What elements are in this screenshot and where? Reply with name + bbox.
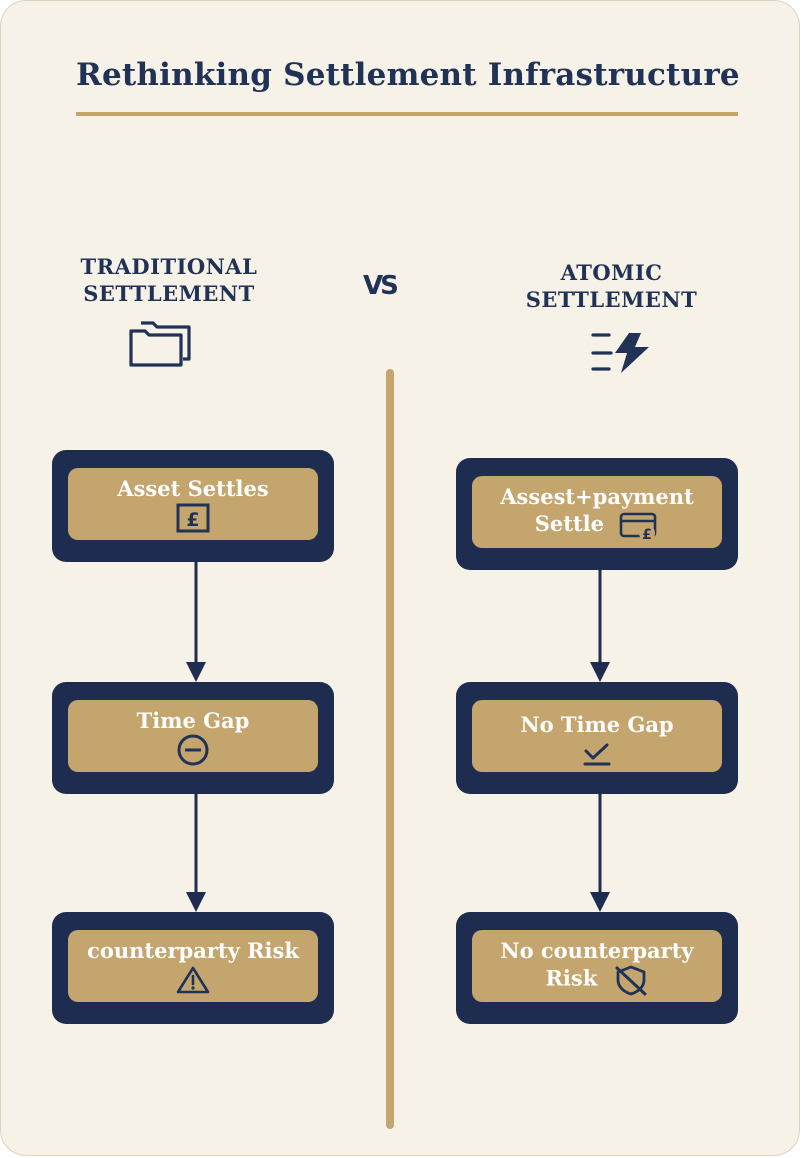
page-title: Rethinking Settlement Infrastructure [76, 57, 740, 93]
step-no-time-gap: No Time Gap [456, 682, 738, 794]
svg-text:£: £ [186, 509, 199, 531]
step-label: Asset Settles [117, 476, 269, 501]
pound-box-icon: £ [176, 503, 210, 532]
step-time-gap: Time Gap [52, 682, 334, 794]
traditional-heading: TRADITIONAL SETTLEMENT [69, 253, 269, 307]
step-label-line1: Assest+payment [500, 484, 694, 509]
vs-label: VS [363, 271, 400, 301]
step-no-counterparty-risk: No counterparty Risk [456, 912, 738, 1024]
atomic-heading: ATOMIC SETTLEMENT [509, 259, 714, 313]
title-underline [76, 112, 738, 116]
atomic-heading-line1: ATOMIC [560, 260, 663, 285]
step-label-line2: Settle [534, 511, 604, 536]
vs-text: VS [363, 271, 397, 301]
flow-arrow [590, 570, 610, 682]
check-underline-icon [583, 743, 611, 765]
step-label-line2: Risk [545, 965, 598, 991]
warning-triangle-icon [176, 966, 210, 993]
step-asset-payment-settle: Assest+payment Settle £ [456, 458, 738, 570]
flow-arrow [590, 794, 610, 912]
center-divider [386, 369, 394, 1129]
minus-circle-icon [177, 734, 209, 766]
step-label: No Time Gap [520, 712, 674, 737]
traditional-heading-line2: SETTLEMENT [83, 281, 255, 306]
svg-text:£: £ [642, 527, 652, 541]
step-label: counterparty Risk [87, 938, 299, 963]
traditional-heading-line1: TRADITIONAL [80, 254, 258, 279]
flow-arrow [186, 794, 206, 912]
step-asset-settles: Asset Settles £ [52, 450, 334, 562]
card-pound-icon: £ [619, 512, 657, 541]
step-asset-payment-settle-panel: Assest+payment Settle £ [472, 476, 722, 548]
flow-arrow [186, 562, 206, 682]
step-counterparty-risk: counterparty Risk [52, 912, 334, 1024]
step-time-gap-panel: Time Gap [68, 700, 318, 772]
shield-off-icon [615, 965, 647, 996]
step-label-line1: No counterparty [500, 938, 694, 963]
fast-lightning-icon [591, 333, 649, 373]
step-no-time-gap-panel: No Time Gap [472, 700, 722, 772]
step-label: Time Gap [136, 708, 250, 733]
atomic-heading-line2: SETTLEMENT [525, 287, 698, 312]
step-asset-settles-panel: Asset Settles £ [68, 468, 318, 540]
folders-icon [129, 321, 191, 367]
step-no-counterparty-risk-panel: No counterparty Risk [472, 930, 722, 1002]
step-counterparty-risk-panel: counterparty Risk [68, 930, 318, 1002]
